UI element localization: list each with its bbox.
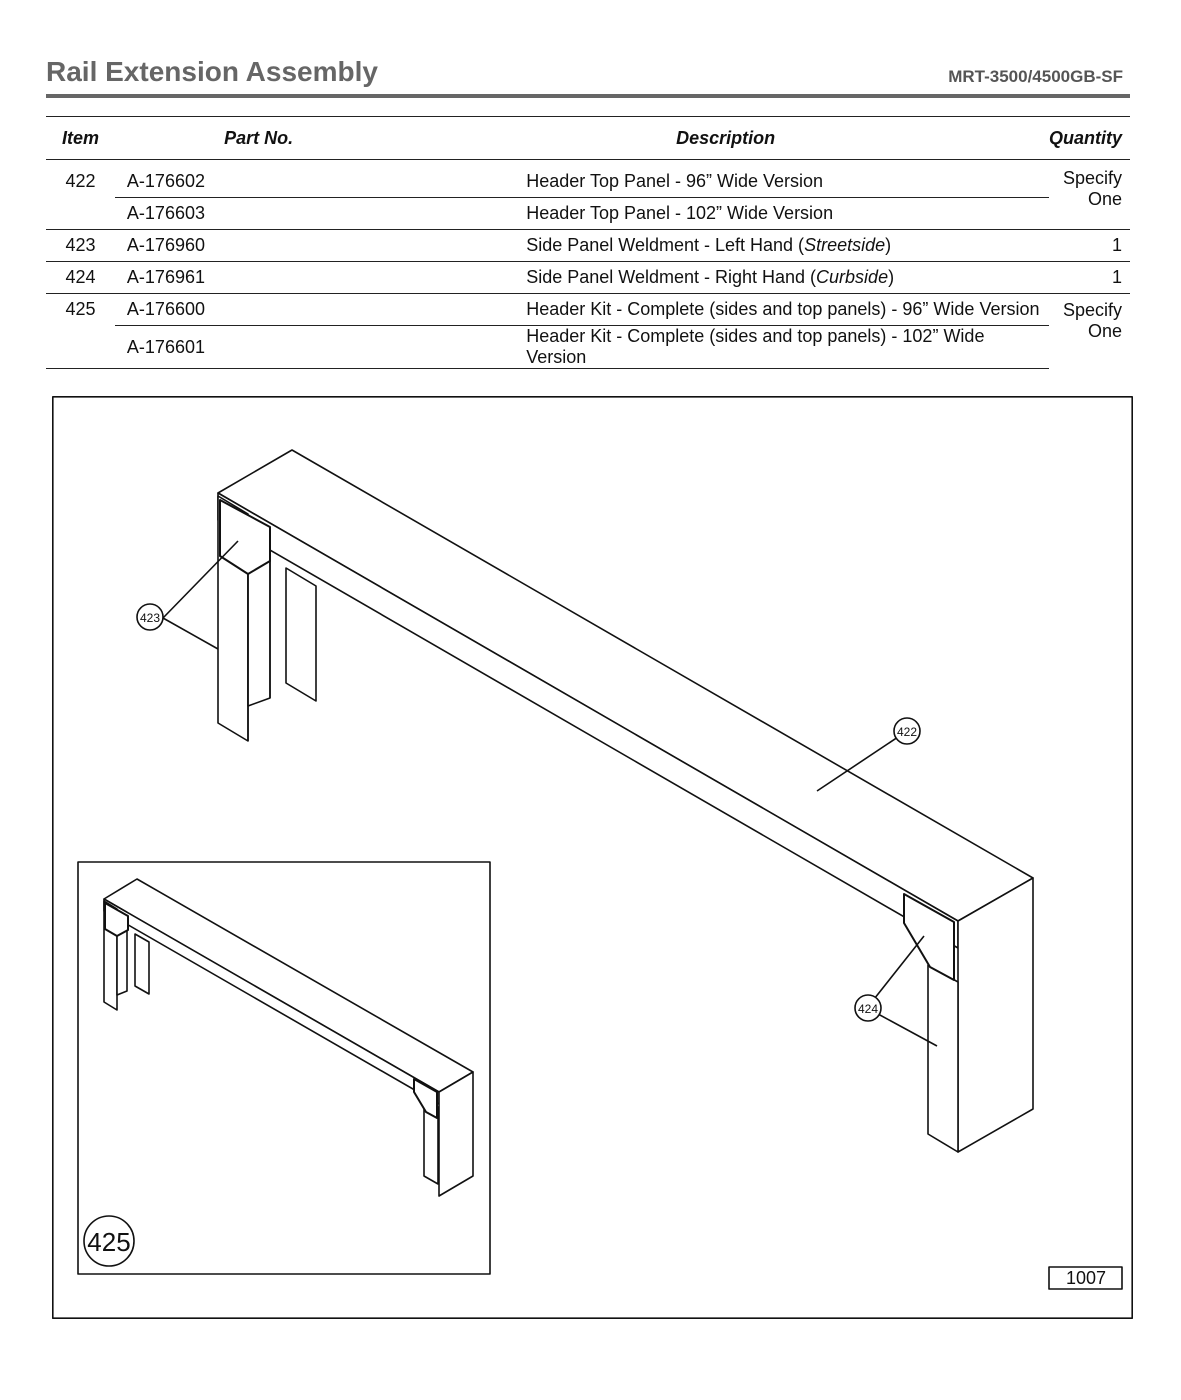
callout-circle (854, 994, 882, 1022)
figure-number: 1007 (1066, 1268, 1106, 1288)
part-number: A-176602 (126, 171, 205, 191)
description-end: ) (885, 235, 892, 255)
callout-circle (83, 1215, 135, 1267)
item-number: 423 (46, 229, 115, 262)
model-number: MRT-3500/4500GB-SF (948, 67, 1123, 86)
description: Header Kit - Complete (sides and top pan… (402, 293, 1049, 326)
column-header-part: Part No. (114, 116, 403, 160)
callout-425: 425 (87, 1227, 130, 1257)
figure-frame (52, 396, 1133, 1319)
inset-header-kit (103, 878, 474, 1197)
description-text: Side Panel Weldment - Right Hand ( (526, 267, 817, 287)
part-number: A-176961 (114, 261, 403, 294)
leader-line (816, 730, 908, 792)
callout-circle (136, 603, 164, 631)
item-number (46, 198, 115, 230)
quantity: 1 (1048, 261, 1130, 294)
inset-box (77, 861, 491, 1275)
column-header-description: Description (402, 116, 1049, 160)
table-row: 424 A-176961 Side Panel Weldment - Right… (46, 261, 1130, 294)
item-number: 422 (65, 171, 96, 192)
item-number (46, 325, 115, 369)
part-number: A-176960 (114, 229, 403, 262)
description: Side Panel Weldment - Right Hand (Curbsi… (402, 261, 1049, 294)
description-text: Header Top Panel - 96” Wide Version (526, 171, 824, 191)
quantity: 1 (1048, 229, 1130, 262)
description: Header Top Panel - 96” Wide Version (402, 160, 1049, 198)
item-number: 425 (46, 293, 115, 326)
description-end: ) (888, 267, 895, 287)
page-title: Rail Extension Assembly (46, 56, 378, 87)
left-side-panel (217, 495, 317, 742)
figure-number-box (1048, 1266, 1123, 1290)
description-text: Header Kit - Complete (sides and top pan… (526, 326, 985, 367)
table-row: 422 A-176602 Header Top Panel - 96” Wide… (46, 160, 1130, 209)
description: Side Panel Weldment - Left Hand (Streets… (402, 229, 1049, 262)
callout-circle (893, 717, 921, 745)
right-side-panel (903, 893, 959, 1153)
table-header-row: Item Part No. Description Quantity (46, 116, 1130, 160)
table-row: 423 A-176960 Side Panel Weldment - Left … (46, 229, 1130, 262)
description-italic: Streetside (804, 235, 886, 255)
leader-line (866, 935, 925, 1009)
column-header-quantity: Quantity (1048, 116, 1130, 160)
table-row: 425 A-176600 Header Kit - Complete (side… (46, 293, 1130, 369)
item-number: 424 (46, 261, 115, 294)
leader-line (162, 617, 219, 650)
description-text: Header Top Panel - 102” Wide Version (526, 203, 834, 223)
parts-table: Item Part No. Description Quantity 422 A… (46, 116, 1130, 369)
callout-422: 422 (897, 725, 917, 739)
column-header-item: Item (46, 116, 115, 160)
description: Header Kit - Complete (sides and top pan… (402, 325, 1049, 369)
title-divider (46, 94, 1130, 98)
callout-424: 424 (858, 1002, 878, 1016)
part-number: A-176601 (114, 325, 403, 369)
callout-423: 423 (140, 611, 160, 625)
leader-line (162, 540, 239, 619)
quantity: Specify One (1048, 293, 1130, 369)
description-italic: Curbside (816, 267, 889, 287)
assembly-drawing: 423 422 424 425 1007 (52, 396, 1133, 1319)
quantity: Specify One (1062, 168, 1122, 209)
description: Header Top Panel - 102” Wide Version (402, 197, 1049, 230)
part-number: A-176603 (114, 197, 403, 230)
part-number: A-176600 (114, 293, 403, 326)
description-text: Header Kit - Complete (sides and top pan… (526, 299, 1040, 319)
description-text: Side Panel Weldment - Left Hand ( (526, 235, 805, 255)
table-row: A-176603 Header Top Panel - 102” Wide Ve… (46, 197, 1130, 230)
table-row: A-176601 Header Kit - Complete (sides an… (46, 325, 1130, 369)
